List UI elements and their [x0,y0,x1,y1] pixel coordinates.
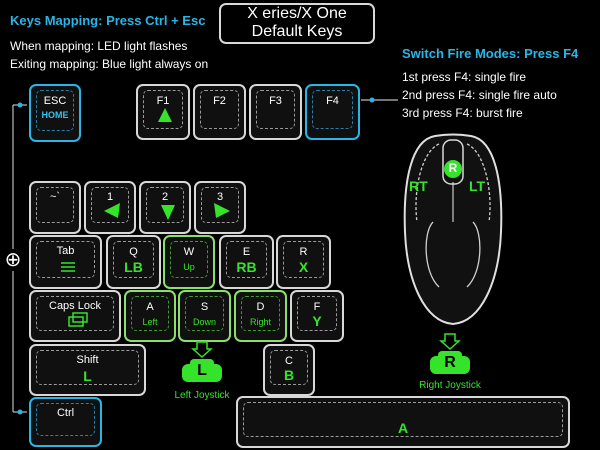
fire-modes-line2: 2nd press F4: single fire auto [402,88,557,102]
key-d: D Right [234,290,287,342]
key-space: A [236,396,570,448]
plus-icon: ⊕ [2,249,24,271]
key-w: W Up [163,235,215,289]
mouse-wheel-letter: R [448,161,458,175]
mapping-line1: When mapping: LED light flashes [10,39,188,53]
windows-icon [68,312,88,327]
key-f: F Y [290,290,344,342]
key-a: A Left [124,290,176,342]
key-tab: Tab [29,235,102,289]
key-e: E RB [219,235,274,289]
key-1: 1 [84,181,136,234]
key-c: C B [263,344,315,396]
key-r: R X [276,235,331,289]
mapping-line2: Exiting mapping: Blue light always on [10,57,209,71]
menu-lines-icon [61,262,75,272]
mouse-lt-label: LT [469,178,486,194]
fire-modes-heading: Switch Fire Modes: Press F4 [402,46,579,61]
title-line2: Default Keys [251,23,343,40]
left-joystick-letter: L [197,362,207,379]
key-shift: Shift L [29,344,146,396]
left-joystick-marker [182,341,222,382]
fire-modes-line1: 1st press F4: single fire [402,70,527,84]
arrow-up-icon [158,108,172,122]
key-f1: F1 [136,84,190,140]
fire-modes-line3: 3rd press F4: burst fire [402,106,523,120]
key-s: S Down [178,290,231,342]
left-joystick-label: Left Joystick [174,390,230,401]
right-joystick-label: Right Joystick [419,380,481,391]
key-esc: ESC HOME [29,84,81,142]
key-caps-lock: Caps Lock [29,290,121,342]
key-ctrl: Ctrl [29,397,102,447]
key-3: 3 [194,181,246,234]
right-joystick-marker [430,333,470,374]
key-2: 2 [139,181,191,234]
title-line1: X eries/X One [247,5,347,22]
arrow-right-icon [214,203,230,218]
arrow-left-icon [104,203,120,218]
mapping-heading: Keys Mapping: Press Ctrl + Esc [10,13,206,28]
mouse-illustration [403,133,503,326]
mouse-rt-label: RT [409,178,428,194]
arrow-down-icon [161,205,175,220]
key-f3: F3 [249,84,302,140]
key-q: Q LB [106,235,161,289]
title-box [219,3,375,44]
key-f2: F2 [193,84,246,140]
right-joystick-letter: R [444,354,456,371]
key-tilde: ~` [29,181,81,234]
key-f4: F4 [305,84,360,140]
